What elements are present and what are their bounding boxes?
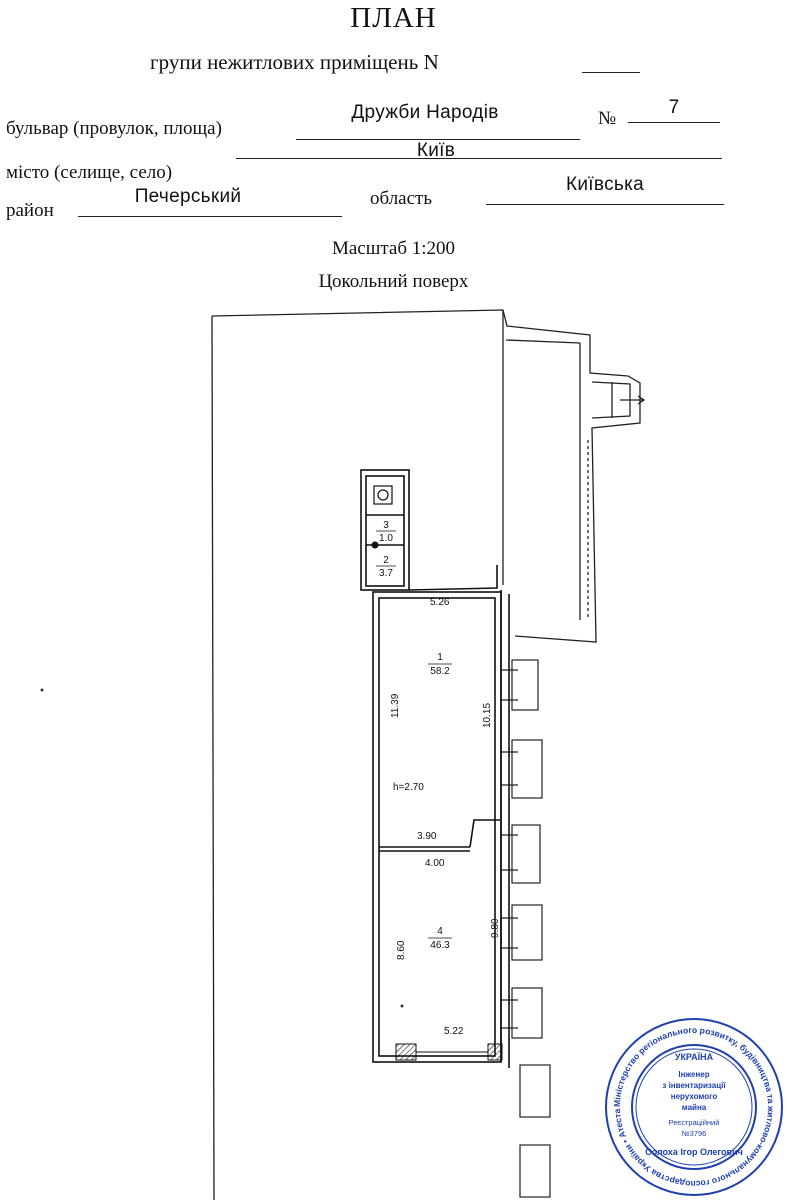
district-label: район <box>6 200 54 221</box>
room-2-number: 2 <box>383 555 389 566</box>
room-1-number: 1 <box>437 652 443 663</box>
district-value: Печерський <box>134 186 242 207</box>
official-stamp: Міністерство регіонального розвитку, буд… <box>602 1015 783 1196</box>
city-label: місто (селище, село) <box>6 162 173 183</box>
floor-label: Цокольний поверх <box>318 271 469 292</box>
stamp-line4: майна <box>682 1103 707 1112</box>
region-label: область <box>370 188 433 209</box>
premises-walls <box>360 469 510 1068</box>
room-4-area: 46.3 <box>430 940 450 951</box>
stamp-line6: №3796 <box>682 1129 707 1138</box>
dim-room4-top: 4.00 <box>425 858 445 869</box>
dim-room4-bottom: 5.22 <box>444 1026 464 1037</box>
scale-label: Масштаб 1:200 <box>331 238 456 259</box>
dim-room1-left: 11.39 <box>390 693 401 718</box>
room-2-area: 3.7 <box>379 568 393 579</box>
room-1-area: 58.2 <box>430 666 450 677</box>
dim-room4-left: 8.60 <box>396 940 407 960</box>
number-underline <box>628 114 720 123</box>
number-label: № <box>598 108 617 129</box>
dim-room1-bottom: 3.90 <box>417 831 437 842</box>
speck <box>40 688 44 692</box>
stamp-line3: нерухомого <box>671 1092 718 1101</box>
stamp-outer-text: Міністерство регіонального розвитку, буд… <box>602 1015 776 1189</box>
speck <box>400 1004 404 1008</box>
stamp-country: УКРАЇНА <box>675 1052 714 1062</box>
room-3-area: 1.0 <box>379 533 393 544</box>
stamp-line5: Реєстраційний <box>669 1118 720 1127</box>
hatched-column <box>395 1043 417 1061</box>
svg-text:Міністерство регіонального роз: Міністерство регіонального розвитку, буд… <box>602 1015 776 1189</box>
region-underline <box>486 192 724 205</box>
city-underline <box>236 146 722 159</box>
city-value: Київ <box>416 140 456 161</box>
fixture-marker <box>371 541 379 549</box>
dim-room4-right: 9.80 <box>490 918 501 938</box>
dim-room1-right: 10.15 <box>482 703 493 728</box>
street-value: Дружби Народів <box>351 102 499 123</box>
district-underline <box>78 202 342 217</box>
ceiling-height: h=2.70 <box>393 782 424 793</box>
page-title: ПЛАН <box>350 2 437 34</box>
stamp-name: Солоха Ігор Олегович <box>645 1147 743 1157</box>
room-3-number: 3 <box>383 520 389 531</box>
dim-room1-top: 5.26 <box>430 597 450 608</box>
number-value: 7 <box>668 97 680 118</box>
hatched-column <box>487 1043 503 1061</box>
street-label: бульвар (провулок, площа) <box>6 118 222 139</box>
street-underline <box>296 127 580 140</box>
stamp-line1: Інженер <box>678 1070 709 1079</box>
page-subtitle: групи нежитлових приміщень N <box>150 50 439 74</box>
building-outline <box>211 309 646 1200</box>
subtitle-blank-line <box>582 72 640 73</box>
region-value: Київська <box>566 174 644 195</box>
toilet-fixture <box>373 485 393 505</box>
room-4-number: 4 <box>437 926 443 937</box>
window-wells <box>501 659 551 1198</box>
stamp-line2: з інвентаризації <box>662 1081 726 1090</box>
